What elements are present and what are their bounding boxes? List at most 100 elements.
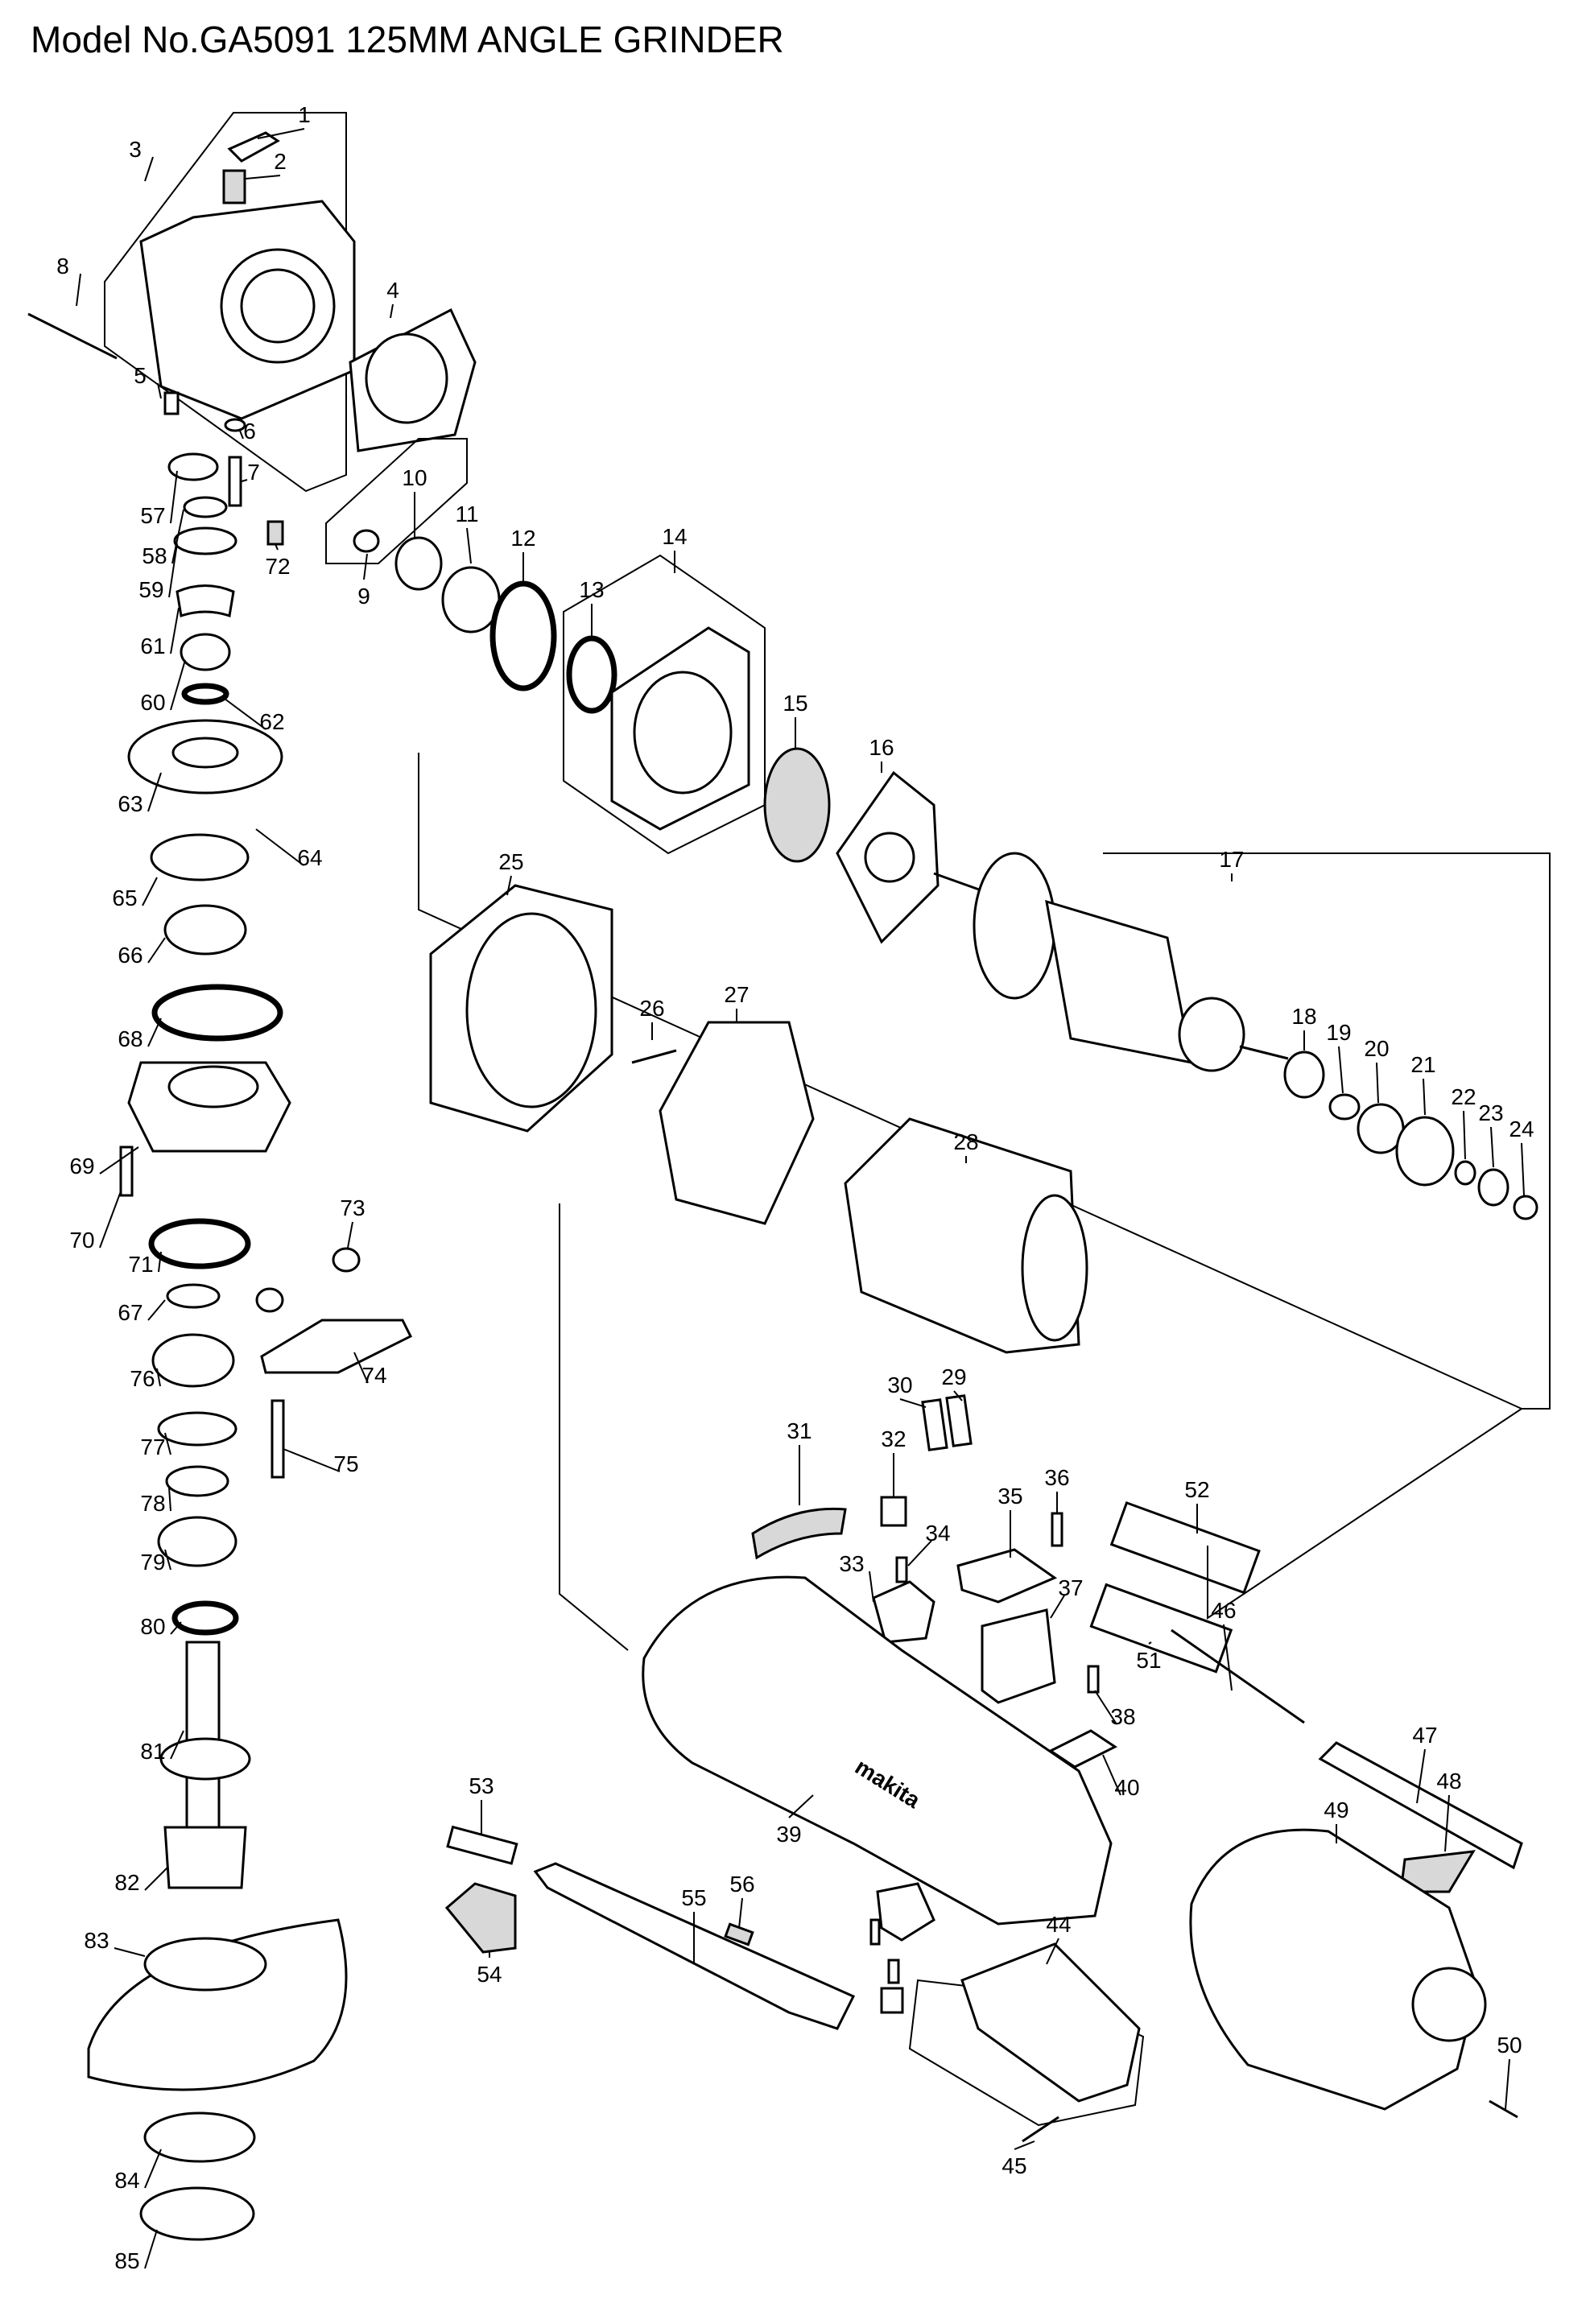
leader-line-11 [466,527,472,564]
switch-37 [981,1608,1056,1704]
leader-line-3 [144,156,154,182]
group-outline-switch [559,1203,629,1651]
part-label-79: 79 [140,1550,165,1575]
part-label-8: 8 [56,254,69,279]
leader-line-30 [899,1398,927,1408]
leader-line-58 [171,509,184,564]
part-label-53: 53 [469,1773,494,1798]
part-label-20: 20 [1364,1036,1389,1061]
part-label-54: 54 [477,1962,502,1987]
part-label-69: 69 [69,1154,94,1179]
leader-line-71 [158,1251,162,1273]
small-washer [224,418,246,432]
carbon-brush-bottom [880,1987,904,2014]
switch-lever-35 [956,1548,1058,1604]
part-label-25: 25 [498,849,523,874]
part-label-14: 14 [662,524,687,549]
part-label-57: 57 [140,503,165,528]
part-label-24: 24 [1509,1117,1534,1141]
pan-head-screw [27,312,118,360]
leader-line-69 [99,1146,139,1174]
part-label-65: 65 [112,885,137,910]
inner-flange-84 [143,2111,256,2163]
part-label-55: 55 [681,1885,706,1910]
strain-relief-47 [1318,1741,1523,1870]
leader-line-45 [1014,2140,1035,2150]
part-label-46: 46 [1211,1598,1236,1623]
leader-line-47 [1416,1748,1426,1804]
armature-17 [1045,899,1193,1064]
leader-line-75 [283,1448,341,1472]
part-label-62: 62 [259,709,284,734]
part-label-76: 76 [130,1366,155,1391]
leader-line-24 [1521,1142,1525,1196]
leader-line-22 [1463,1110,1466,1160]
part-label-15: 15 [783,691,807,716]
bearing-box-bore [167,1065,259,1108]
armature-fan [973,852,1056,1000]
motor-housing-39 [642,1575,1113,1926]
baffle-plate-16-hole [864,832,915,883]
leader-line-25 [506,875,512,896]
leader-line-6 [239,430,244,440]
screw-45 [1022,2116,1059,2143]
nut-60 [180,633,231,671]
group-outline-cord [1207,1408,1522,1620]
leader-line-29 [953,1390,963,1401]
lock-nut-85 [139,2186,255,2241]
carbon-brush-32 [880,1496,907,1527]
flat-washer-77 [157,1411,237,1447]
cord-46 [1171,1628,1305,1724]
flat-washer-59 [173,526,237,555]
leader-line-57 [170,470,178,524]
leader-line-79 [164,1549,171,1571]
ball-bearing-11 [441,566,501,634]
part-label-56: 56 [729,1872,754,1897]
brush-holder-bottom [876,1882,935,1942]
leader-line-48 [1444,1794,1450,1852]
part-label-50: 50 [1497,2033,1522,2058]
part-label-75: 75 [333,1451,358,1476]
part-label-61: 61 [140,634,165,658]
group-outline-motor [418,753,1522,1410]
leader-line-21 [1423,1078,1426,1116]
leader-line-61 [170,607,180,654]
lever-53 [446,1825,518,1865]
part-label-22: 22 [1451,1084,1476,1109]
part-label-16: 16 [869,735,894,760]
part-label-35: 35 [997,1484,1022,1509]
retaining-ring-24 [1513,1195,1538,1220]
leader-line-60 [170,659,186,711]
part-label-80: 80 [140,1614,165,1639]
hex-nut-9 [353,529,380,553]
o-ring-12 [489,580,557,691]
part-label-73: 73 [340,1195,365,1220]
part-label-47: 47 [1412,1723,1437,1748]
bevel-gear-10 [394,536,443,591]
leader-line-37 [1050,1595,1065,1619]
part-label-67: 67 [118,1300,142,1325]
part-label-44: 44 [1046,1912,1071,1937]
part-label-51: 51 [1136,1648,1161,1673]
pin-shaft [228,456,242,507]
leader-line-74 [353,1352,369,1384]
leader-line-70 [99,1191,122,1249]
rubber-pin [255,1287,284,1313]
screw-34 [895,1556,908,1583]
o-ring-71 [148,1218,251,1269]
group-outline-top [104,112,347,493]
part-label-71: 71 [128,1252,153,1277]
part-label-36: 36 [1044,1465,1069,1490]
part-label-58: 58 [142,543,167,568]
part-label-19: 19 [1326,1020,1351,1045]
group-outline-armature [1103,852,1551,1410]
ball-bearing-76 [151,1333,235,1388]
o-ring-13 [566,635,617,714]
part-label-18: 18 [1291,1004,1316,1029]
part-label-37: 37 [1058,1575,1083,1600]
part-label-17: 17 [1219,847,1244,872]
group-outline-armature-front [325,438,468,564]
leader-line-84 [144,2149,162,2189]
part-label-74: 74 [361,1363,386,1388]
part-label-11: 11 [455,502,478,526]
